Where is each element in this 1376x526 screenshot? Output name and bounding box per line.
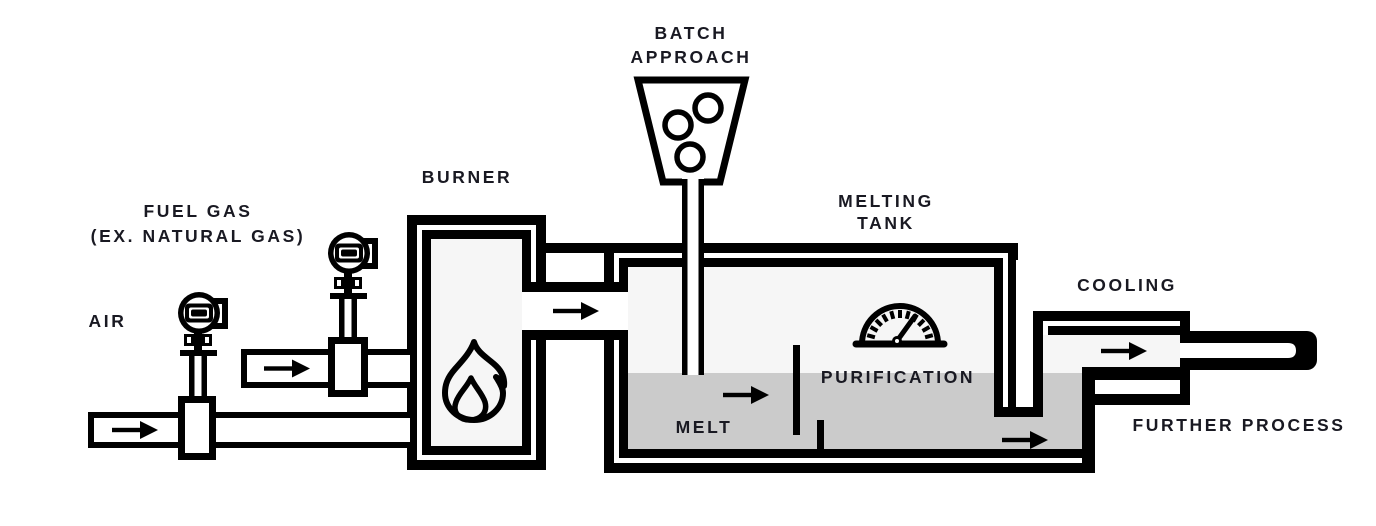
- purification-baffle-2: [817, 420, 824, 458]
- flow-arrow-melt-outlet: [1002, 431, 1048, 449]
- label-fuel-gas-line1: FUEL GAS: [144, 201, 253, 221]
- gauge-icon: [852, 303, 948, 348]
- melt-pool: [628, 373, 994, 449]
- label-burner: BURNER: [422, 167, 512, 187]
- label-batch-line2: APPROACH: [631, 47, 752, 67]
- label-cooling: COOLING: [1077, 275, 1177, 295]
- label-purification: PURIFICATION: [821, 367, 975, 387]
- batch-feed-tube: [682, 176, 704, 375]
- cooling-channel: [994, 260, 1317, 473]
- batch-pellet: [692, 92, 724, 124]
- fuel-flow-meter-icon: [328, 232, 378, 397]
- label-further-process: FURTHER PROCESS: [1132, 415, 1345, 435]
- flame-icon: [442, 339, 508, 423]
- batch-hopper-icon: [633, 76, 750, 186]
- label-melting-tank-line1: MELTING: [838, 191, 934, 211]
- label-batch-line1: BATCH: [655, 23, 728, 43]
- burner-tank-roof-link: [538, 243, 608, 253]
- label-melt: MELT: [676, 417, 733, 437]
- purification-baffle-1: [793, 345, 800, 435]
- melt-outlet-passage: [994, 417, 1087, 449]
- label-melting-tank-line2: TANK: [857, 213, 915, 233]
- flow-arrow-melt-forward: [723, 386, 769, 404]
- skimmer-wall-bottom: [994, 407, 1043, 417]
- flow-arrow-burner-to-tank: [553, 302, 599, 320]
- batch-pellet: [662, 109, 694, 141]
- batch-pellet: [674, 141, 706, 173]
- air-pipe: [88, 412, 410, 448]
- melting-tank: [604, 243, 1018, 473]
- label-air: AIR: [89, 311, 127, 331]
- label-fuel-gas-line2: (EX. NATURAL GAS): [91, 226, 306, 246]
- flow-arrow-cooling-forward: [1101, 342, 1147, 360]
- flow-arrow-air-inlet: [112, 421, 158, 439]
- gauge-needle: [894, 313, 918, 344]
- fuel-gas-pipe: [241, 349, 410, 388]
- flow-arrow-fuel-inlet: [264, 359, 310, 378]
- air-flow-meter-icon: [178, 292, 228, 460]
- burner-outlet-channel: [522, 282, 628, 340]
- burner-box: [407, 215, 608, 470]
